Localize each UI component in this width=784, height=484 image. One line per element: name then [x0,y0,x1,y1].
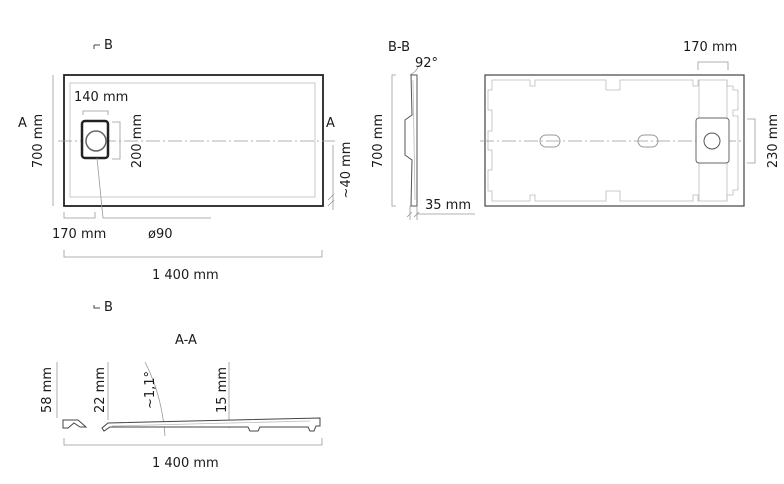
section-marker-a-right: A [326,116,335,131]
drain-hole [85,130,107,152]
bottom-drain-offset-label: 170 mm [683,40,737,55]
section-arrow-icon [93,44,100,49]
section-bb-title: B-B [388,40,410,55]
aa-height-label: 58 mm [40,367,55,413]
bottom-drain-box [695,117,730,164]
aa-rim-profile [62,419,88,429]
top-view: B 700 mm A A 140 mm 200 mm ~40 mm 170 mm… [18,38,354,283]
rim-label: ~40 mm [339,142,354,199]
bottom-view: 170 mm 230 mm [480,40,781,207]
section-marker-a-left: A [18,116,27,131]
bb-height-label: 700 mm [371,114,386,168]
section-bb: B-B 92° 700 mm 35 mm [371,40,475,220]
bottom-drain-height-label: 230 mm [766,114,781,168]
width-label: 700 mm [31,114,46,168]
drain-offset-label: 170 mm [52,227,106,242]
aa-length-label: 1 400 mm [152,456,219,471]
aa-edge-label: 22 mm [93,367,108,413]
side-profile [404,74,418,207]
tray-outline [63,74,324,207]
aa-mid-label: 15 mm [215,367,230,413]
aa-slope-label: ~1,1° [143,371,158,409]
drain-diameter-label: ø90 [148,227,173,242]
drain-width-label: 140 mm [74,90,128,105]
section-marker-b: B [104,38,113,53]
slot-left [539,134,561,148]
thickness-label: 35 mm [425,198,471,213]
drain-height-label: 200 mm [130,114,145,168]
section-aa-title: A-A [175,333,197,348]
section-aa: B A-A 58 mm 22 mm ~1,1° 15 mm 1 400 mm [40,300,323,471]
aa-tray-profile [101,417,321,432]
length-label: 1 400 mm [152,268,219,283]
aa-section-marker-b: B [104,300,113,315]
tray-inner-outline [69,82,316,198]
angle-label: 92° [415,56,438,71]
slot-right [637,134,659,148]
bottom-drain-hole [703,132,721,150]
bottom-outline [484,74,745,207]
